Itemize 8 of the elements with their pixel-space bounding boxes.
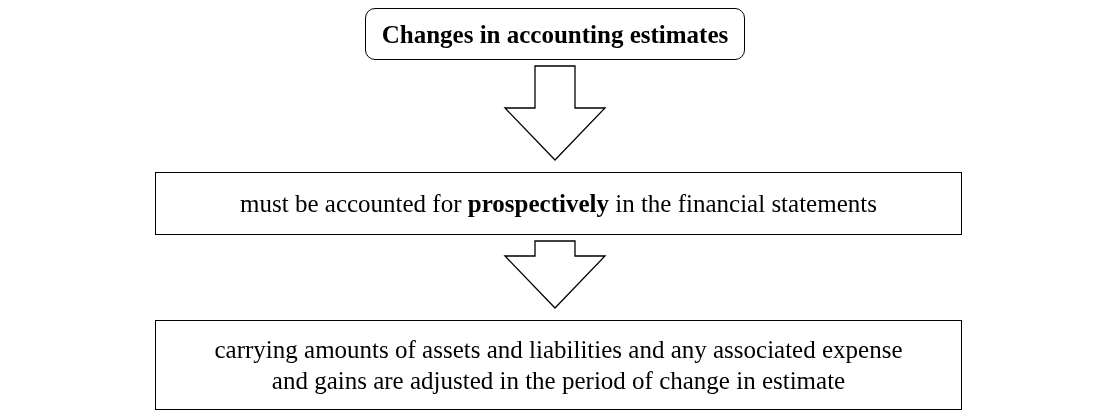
rounded-box — [365, 8, 745, 60]
process-box — [155, 320, 962, 410]
block-arrow — [503, 240, 607, 309]
box-text: Changes in accounting estimates — [381, 19, 729, 50]
process-box — [155, 172, 962, 235]
box-text: must be accounted for prospectively in the financial statements — [240, 189, 877, 219]
box-text: carrying amounts of assets and liabilities and any associated expense and gains are adjusted in the period of change in estimate — [213, 335, 904, 396]
block-arrow — [503, 65, 607, 161]
